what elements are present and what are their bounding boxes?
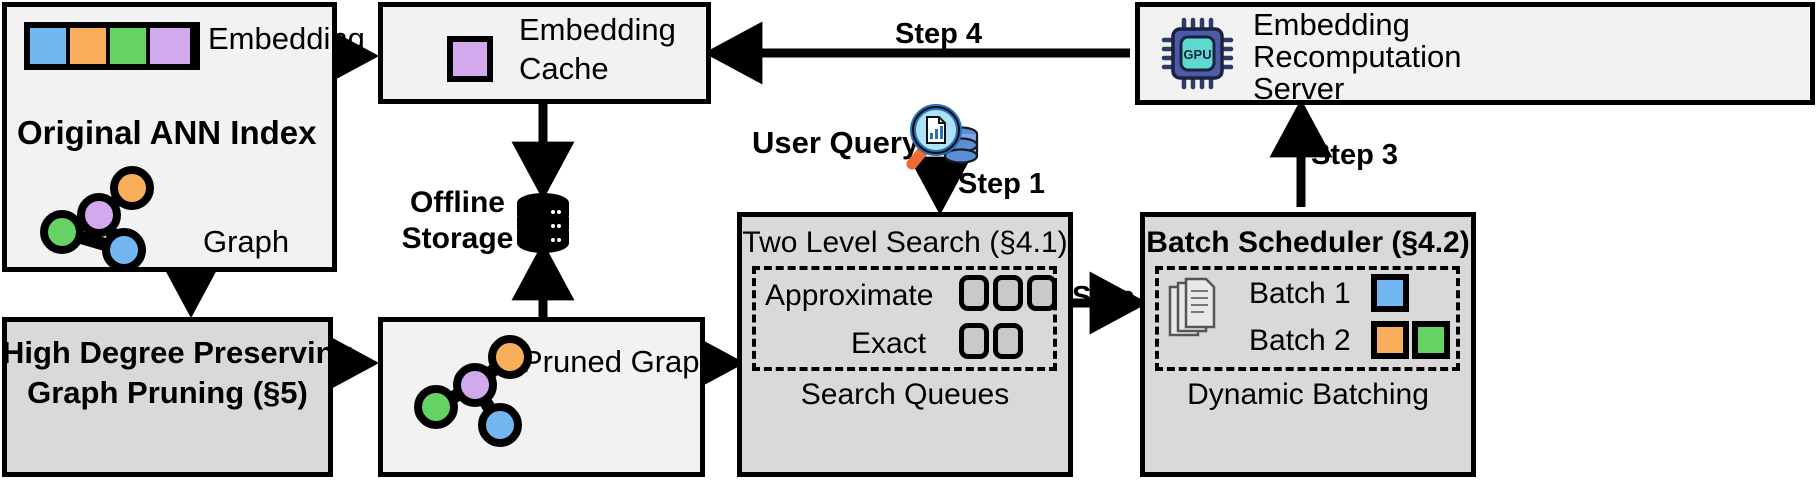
graph-pruning-title-line1: High Degree Preserving [2, 335, 354, 370]
original-ann-index-title: Original ANN Index [17, 114, 317, 151]
embedding-cache-title-line1: Embedding [519, 12, 676, 47]
approximate-queue-cell[interactable] [1027, 275, 1057, 311]
step-4-label: Step 4 [895, 18, 983, 50]
batch-1-label: Batch 1 [1249, 277, 1351, 310]
exact-queue-cell[interactable] [959, 323, 989, 359]
offline-storage-label-line1: Offline [410, 186, 505, 219]
exact-queue-label: Exact [851, 327, 927, 360]
two-level-search-title: Two Level Search (§4.1) [742, 226, 1068, 259]
dynamic-batching-group [1155, 266, 1460, 371]
embedding-cache-title-line2: Cache [519, 51, 609, 86]
batch-2-swatch-green [1412, 321, 1450, 359]
pruned-graph-label: Pruned Graph [522, 344, 717, 379]
approximate-queue-cell[interactable] [993, 275, 1023, 311]
recomputation-server-panel [1135, 2, 1815, 105]
recomputation-server-line1: Embedding [1253, 7, 1410, 42]
step-1-label: Step 1 [958, 168, 1046, 200]
graph-pruning-title-line2: Graph Pruning (§5) [27, 375, 308, 410]
search-queues-group [752, 266, 1057, 371]
step-2-label: Step 2 [1072, 281, 1160, 313]
recomputation-server-line2: Recomputation [1253, 39, 1462, 74]
graph-label: Graph [203, 224, 290, 259]
batch-2-label: Batch 2 [1249, 324, 1351, 357]
database-cylinder-icon [517, 193, 569, 253]
user-query-label: User Query [752, 125, 920, 160]
graph-pruning-panel [2, 317, 333, 477]
approximate-queue-label: Approximate [765, 279, 934, 312]
batch-2-swatch-orange [1371, 321, 1409, 359]
step-3-label: Step 3 [1311, 139, 1399, 171]
recomputation-server-line3: Server [1253, 71, 1345, 106]
offline-storage-label-line2: Storage [401, 222, 514, 255]
pruned-graph-panel [378, 317, 705, 477]
exact-queue-cell[interactable] [993, 323, 1023, 359]
batch-1-swatch-blue [1371, 274, 1409, 312]
embedding-label: Embedding [208, 21, 365, 56]
search-queues-footer: Search Queues [800, 378, 1010, 411]
batch-scheduler-title: Batch Scheduler (§4.2) [1146, 226, 1470, 259]
embedding-vector-icon [24, 22, 200, 70]
dynamic-batching-footer: Dynamic Batching [1187, 378, 1429, 411]
batch-scheduler-panel [1140, 212, 1476, 477]
embedding-cache-panel [378, 2, 711, 104]
approximate-queue-cell[interactable] [959, 275, 989, 311]
purple-square-icon [447, 36, 493, 82]
